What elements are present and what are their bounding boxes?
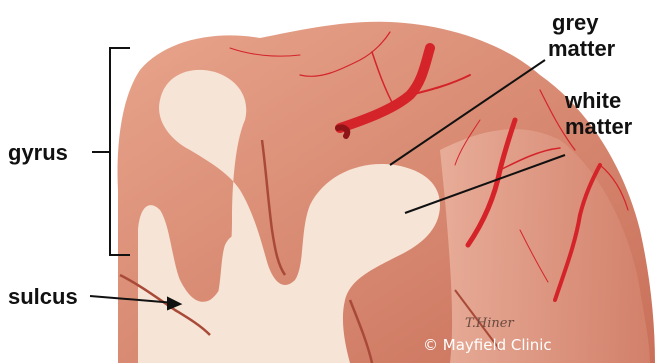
- gyrus-label: gyrus: [8, 140, 68, 165]
- grey-matter-label-line2: matter: [548, 36, 616, 61]
- copyright-credit: © Mayfield Clinic: [423, 336, 552, 354]
- white-matter-label-line1: white: [564, 88, 621, 113]
- sulcus-label: sulcus: [8, 284, 78, 309]
- artist-signature: T.Hiner: [465, 316, 514, 331]
- white-matter-label-line2: matter: [565, 114, 633, 139]
- brain-section: [118, 22, 655, 363]
- grey-matter-label-line1: grey: [552, 10, 599, 35]
